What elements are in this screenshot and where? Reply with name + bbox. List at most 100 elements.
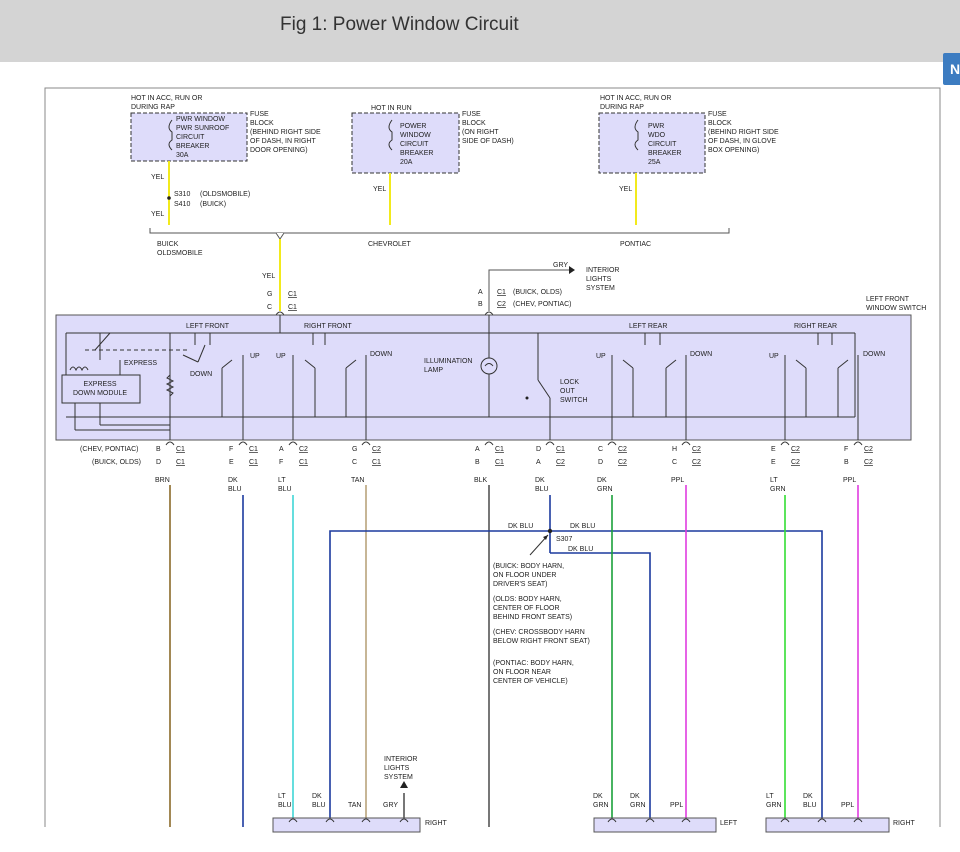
fuse1-box bbox=[130, 112, 248, 162]
pin-2-r1: A bbox=[279, 446, 284, 453]
gry-label: GRY bbox=[553, 262, 568, 269]
label-lf-up: UP bbox=[250, 353, 260, 360]
gry-wire bbox=[488, 269, 570, 311]
s307-dkblu-right: DK BLU bbox=[570, 523, 595, 530]
buick-label: (BUICK) bbox=[200, 201, 226, 208]
label-rr-up: UP bbox=[769, 353, 779, 360]
fuse3-box bbox=[598, 112, 706, 174]
fuse2-box bbox=[351, 112, 460, 174]
make-bracket bbox=[149, 228, 730, 234]
illum-pin-c1: C1 bbox=[497, 289, 506, 296]
s410-label: S410 bbox=[174, 201, 190, 208]
pin-5-r1: D bbox=[536, 446, 541, 453]
splice-s310 bbox=[167, 196, 171, 200]
bottom-l-ppl: PPL bbox=[670, 802, 683, 809]
s307-dkblu-left: DK BLU bbox=[508, 523, 533, 530]
fuse3-breaker-symbol bbox=[634, 119, 639, 151]
pin-9-r1: F bbox=[844, 446, 848, 453]
feed-yel: YEL bbox=[262, 273, 275, 280]
yel-label-3: YEL bbox=[373, 186, 386, 193]
bottom-right-door-switch bbox=[272, 817, 421, 833]
splice-s307 bbox=[547, 528, 553, 534]
pin-2-r2c: C1 bbox=[299, 459, 308, 466]
pin-0-r1: B bbox=[156, 446, 161, 453]
label-right-rear: RIGHT REAR bbox=[794, 323, 837, 330]
pin-3-terminal bbox=[361, 441, 371, 446]
illum-buick-olds: (BUICK, OLDS) bbox=[513, 289, 562, 296]
yel-label-2: YEL bbox=[151, 211, 164, 218]
fuse2-hot: HOT IN RUN bbox=[371, 105, 412, 112]
bottom-left-rear-switch bbox=[593, 817, 717, 833]
pin-5-r2: A bbox=[536, 459, 541, 466]
pin-5-terminal bbox=[545, 441, 555, 446]
pin-5-r1c: C1 bbox=[556, 446, 565, 453]
label-rf-up: UP bbox=[276, 353, 286, 360]
pin-3-r1c: C2 bbox=[372, 446, 381, 453]
pin-7-r1c: C2 bbox=[692, 446, 701, 453]
side-tab-button[interactable]: N bbox=[943, 53, 960, 85]
pin-4-r1c: C1 bbox=[495, 446, 504, 453]
yel-label-1: YEL bbox=[151, 174, 164, 181]
pin-9-r2: B bbox=[844, 459, 849, 466]
harness-wires bbox=[169, 485, 859, 827]
header-bar bbox=[0, 0, 960, 62]
make-chevrolet: CHEVROLET bbox=[368, 241, 412, 248]
switch-internals bbox=[61, 315, 859, 440]
feed-pin-g: G bbox=[267, 291, 272, 298]
olds-label: (OLDSMOBILE) bbox=[200, 191, 250, 198]
feed-pin-c1b: C1 bbox=[288, 304, 297, 311]
label-rf-down: DOWN bbox=[370, 351, 392, 358]
pin-0-r2: D bbox=[156, 459, 161, 466]
pin-1-r1: F bbox=[229, 446, 233, 453]
s310-label: S310 bbox=[174, 191, 190, 198]
bottom-r-gry: GRY bbox=[383, 802, 398, 809]
illum-pin-a: A bbox=[478, 289, 483, 296]
pin-4-r1: A bbox=[475, 446, 480, 453]
illum-chev-pontiac: (CHEV, PONTIAC) bbox=[513, 301, 571, 308]
pin-4-r2: B bbox=[475, 459, 480, 466]
pin-8-r2: E bbox=[771, 459, 776, 466]
bottom-right-label: RIGHT bbox=[425, 820, 448, 827]
pin-6-r2: D bbox=[598, 459, 603, 466]
illum-pin-b: B bbox=[478, 301, 483, 308]
row-label-chev-pontiac: (CHEV, PONTIAC) bbox=[80, 446, 138, 453]
pin-0-r2c: C1 bbox=[176, 459, 185, 466]
pin-7-r2c: C2 bbox=[692, 459, 701, 466]
pin-9-r1c: C2 bbox=[864, 446, 873, 453]
pin-7-terminal bbox=[681, 441, 691, 446]
pin-7-r2: C bbox=[672, 459, 677, 466]
interior-lights-arrow bbox=[569, 266, 575, 274]
pin-4-r2c: C1 bbox=[495, 459, 504, 466]
pin-0-r1c: C1 bbox=[176, 446, 185, 453]
bottom-interior-arrow bbox=[400, 781, 408, 788]
wire-label-3: TAN bbox=[351, 477, 364, 484]
wire-label-7: PPL bbox=[671, 477, 684, 484]
pin-3-r1: G bbox=[352, 446, 357, 453]
pin-1-r2: E bbox=[229, 459, 234, 466]
